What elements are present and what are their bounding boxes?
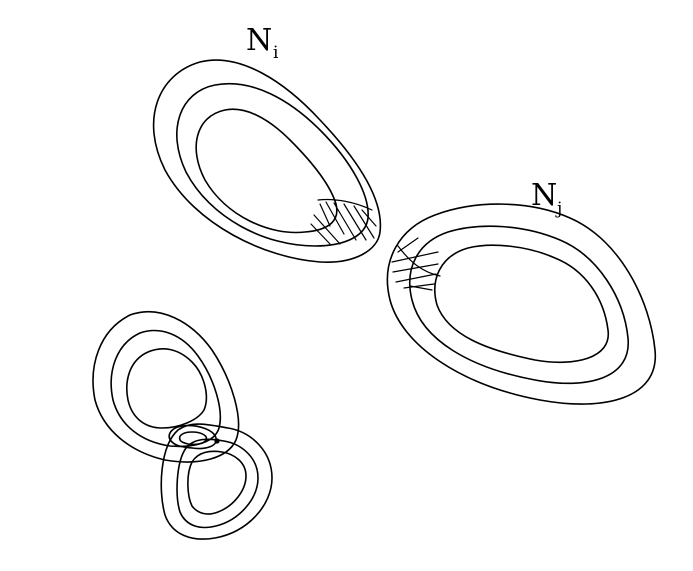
n-j-outer-ring: [386, 203, 656, 405]
linked-junction-point: [214, 438, 220, 444]
linked-upper-inner-ring: [126, 348, 208, 429]
n-i-shaded-region: [310, 198, 377, 245]
label-n-j: N j: [531, 178, 562, 219]
n-i-outer-ring: [152, 59, 382, 263]
label-n-i: N i: [246, 23, 279, 63]
label-n-i-subscript: i: [273, 43, 279, 63]
n-j-middle-ring: [408, 225, 629, 385]
linked-annuli: [92, 310, 273, 540]
label-n-i-main: N: [246, 23, 272, 58]
n-j-inner-ring: [434, 244, 609, 364]
n-i-middle-ring: [176, 83, 369, 247]
linked-junction-inner-loop: [178, 431, 208, 446]
linked-lower-outer-ring: [160, 423, 273, 540]
linked-upper-outer-ring: [92, 310, 240, 463]
n-j-shaded-region: [391, 237, 441, 291]
linked-lower-inner-ring: [187, 450, 247, 515]
linked-lower-middle-ring: [176, 438, 259, 529]
label-n-j-subscript: j: [555, 199, 562, 219]
annulus-n-j: [386, 203, 656, 405]
linked-junction-loop: [168, 424, 217, 450]
label-n-j-main: N: [531, 178, 557, 213]
annulus-n-i: [152, 59, 382, 263]
n-i-inner-ring: [195, 108, 338, 234]
